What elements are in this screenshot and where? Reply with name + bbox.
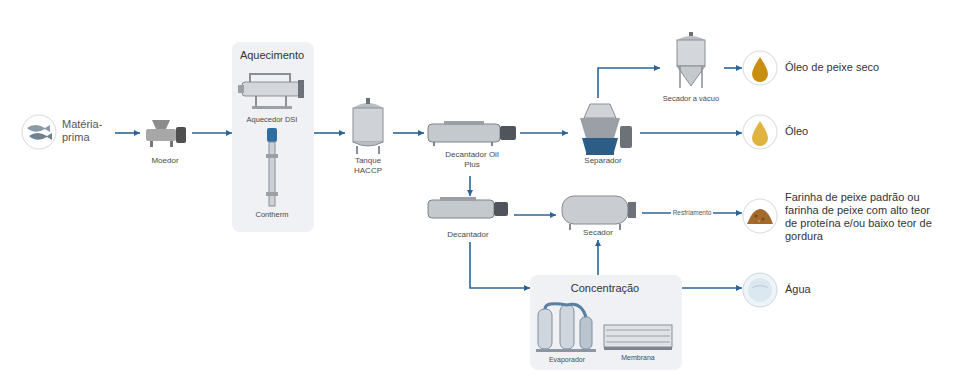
output-label: Óleo de peixe seco [785,61,905,74]
flow-arrow [520,132,568,134]
flow-arrow [682,287,742,289]
output-label: Óleo [785,125,811,138]
output-node: Água [742,272,812,308]
panel-title: Concentração [530,282,680,295]
process-box: Tanque HACCP [345,96,393,180]
output-node: Farinha de peixe padrão ou farinha de pe… [742,190,942,244]
equipment-label: Secador [556,228,640,238]
equipment-label: Contherm [246,210,298,219]
equipment-label: Decantador [424,230,512,240]
flow-arrow [640,132,742,134]
flow-arrow [597,240,599,275]
flow-arrow [598,68,660,98]
source-node: Matéria-prima [20,112,115,152]
equipment-label: Secador a vácuo [660,94,722,103]
group-panel: ConcentraçãoEvaporadorMembrana [530,275,682,370]
output-node: Óleo de peixe seco [742,50,912,86]
equipment-label: Evaporador [534,356,600,364]
process-box: Secador [556,192,642,240]
process-box: Aquecedor DSI [236,68,310,128]
process-box: Separador [568,98,640,170]
process-box: Evaporador [534,299,602,369]
flow-arrow [724,67,742,69]
flow-arrow [115,132,140,134]
group-panel: AquecimentoAquecedor DSI Contherm [232,42,314,232]
equipment-label: Aquecedor DSI [236,115,308,124]
equipment-label: Tanque HACCP [345,156,391,175]
flow-arrow [514,214,556,216]
output-node: Óleo [742,114,812,150]
process-box: Decantador [424,196,514,242]
process-box: Secador a vácuo [660,32,724,106]
output-label: Água [785,283,811,296]
source-label: Matéria-prima [62,118,112,144]
process-box: Membrana [600,319,678,367]
output-label: Farinha de peixe padrão ou farinha de pe… [785,191,935,243]
process-box: Decantador Oil Plus [424,118,520,176]
process-box: Moedor [140,118,192,168]
process-box: Contherm [246,126,300,224]
flow-arrow [469,176,471,196]
flow-arrow [192,132,232,134]
equipment-icon [246,126,298,224]
equipment-label: Decantador Oil Plus [440,150,504,169]
equipment-label: Moedor [140,156,190,166]
flow-arrow [470,242,530,288]
equipment-label: Separador [568,156,638,166]
panel-title: Aquecimento [232,49,312,62]
edge-label: Resfriamento [671,209,714,216]
equipment-label: Membrana [600,354,676,362]
flow-arrow [393,132,424,134]
flow-arrow [314,132,345,134]
